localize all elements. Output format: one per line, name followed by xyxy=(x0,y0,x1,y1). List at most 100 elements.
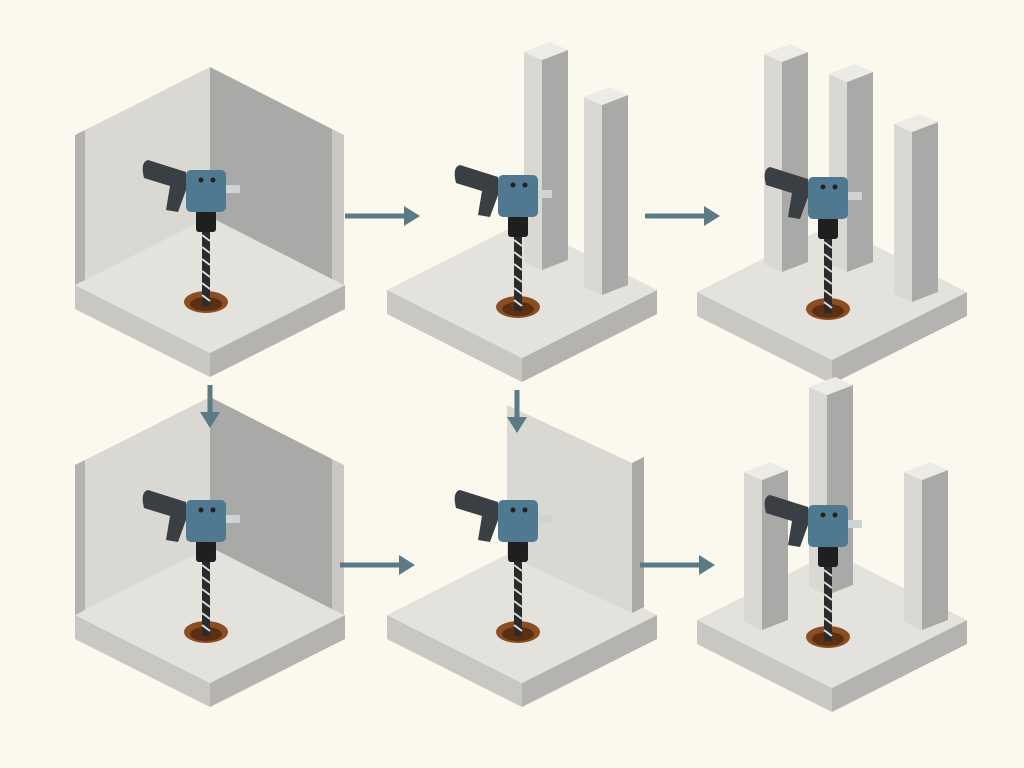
drill-bit-flute xyxy=(513,564,523,572)
drill-body xyxy=(186,500,226,542)
drill-button xyxy=(522,507,528,513)
drill-bit-flute xyxy=(513,588,523,596)
slab-right-face xyxy=(522,615,657,707)
drill-side-handle xyxy=(538,190,552,198)
process-step-3 xyxy=(697,44,967,384)
drill-bit-flute xyxy=(513,624,523,632)
column-right-face xyxy=(922,470,948,630)
drill-bit-flute xyxy=(823,241,833,249)
drill-button xyxy=(820,184,826,190)
drill-side-handle xyxy=(848,192,862,200)
slab-left-face xyxy=(697,620,832,712)
drill-bit-flute xyxy=(513,576,523,584)
drill-bit-flute xyxy=(823,593,833,601)
column-top xyxy=(744,462,788,480)
drill-handle xyxy=(142,490,186,542)
process-step-5 xyxy=(387,405,657,707)
drill-chuck xyxy=(196,540,216,562)
drill-button xyxy=(198,177,204,183)
slab-right-face xyxy=(210,285,345,377)
drill-body xyxy=(498,175,538,217)
drill-bit-flute xyxy=(823,569,833,577)
column-right-face xyxy=(847,72,873,272)
column-top xyxy=(894,114,938,132)
arrow-head xyxy=(399,555,415,575)
drill-button xyxy=(832,184,838,190)
column-left-face xyxy=(894,124,912,302)
slab-right-face xyxy=(522,290,657,382)
left-wall-edge xyxy=(75,460,85,615)
arrow-head xyxy=(200,412,220,428)
drill-bit-flute xyxy=(513,287,523,295)
drill-bit-flute xyxy=(513,299,523,307)
drill-handle xyxy=(142,160,186,212)
column-left-face xyxy=(584,97,602,295)
column-top xyxy=(764,44,808,62)
drill-bit-flute xyxy=(823,253,833,261)
drill-bit-flute xyxy=(201,612,211,620)
column-top xyxy=(524,42,568,60)
drill-bit-flute xyxy=(823,581,833,589)
right-wall xyxy=(210,397,332,609)
column-top xyxy=(904,462,948,480)
process-arrow xyxy=(507,390,527,433)
drill-side-handle xyxy=(848,520,862,528)
drill-handle xyxy=(764,167,808,219)
drill-side-handle xyxy=(226,185,240,193)
column-right-face xyxy=(762,470,788,630)
drill-button xyxy=(210,177,216,183)
drill-bit-flute xyxy=(823,265,833,273)
drill-button xyxy=(510,507,516,513)
drill-button xyxy=(510,182,516,188)
drill-body xyxy=(808,177,848,219)
back-wall xyxy=(507,405,632,613)
process-arrow xyxy=(200,385,220,428)
drill-chuck xyxy=(196,210,216,232)
drill-bit-flute xyxy=(201,270,211,278)
drill-bit-flute xyxy=(823,301,833,309)
left-wall-edge xyxy=(75,130,85,285)
arrow-head xyxy=(404,206,420,226)
drill-bit-flute xyxy=(823,617,833,625)
process-arrow xyxy=(340,555,415,575)
arrow-head xyxy=(704,206,720,226)
drill-bit xyxy=(824,237,832,313)
slab-right-face xyxy=(210,615,345,707)
drill-chuck xyxy=(508,215,528,237)
drill-button xyxy=(522,182,528,188)
drill-side-handle xyxy=(538,515,552,523)
slab-left-face xyxy=(75,285,210,377)
drill-button xyxy=(820,512,826,518)
right-wall-edge xyxy=(332,459,344,615)
drill-button xyxy=(210,507,216,513)
column-top xyxy=(584,87,628,105)
drill-button xyxy=(832,512,838,518)
drill-chuck xyxy=(508,540,528,562)
drill-chuck xyxy=(818,217,838,239)
slab-left-face xyxy=(387,615,522,707)
drill-body xyxy=(186,170,226,212)
drill-button xyxy=(198,507,204,513)
drill-body xyxy=(498,500,538,542)
right-wall-edge xyxy=(332,129,344,285)
drill-bit-flute xyxy=(823,629,833,637)
right-wall xyxy=(210,67,332,279)
drill-bit xyxy=(514,560,522,636)
drill-chuck xyxy=(818,545,838,567)
slab-left-face xyxy=(697,292,832,384)
column-left-face xyxy=(744,472,762,630)
column-right-face xyxy=(542,50,568,270)
drill-bit-flute xyxy=(513,263,523,271)
process-arrow xyxy=(645,206,720,226)
column-left-face xyxy=(764,54,782,272)
drill-bit-flute xyxy=(201,588,211,596)
drill-bit-flute xyxy=(201,294,211,302)
process-arrow xyxy=(345,206,420,226)
column-top xyxy=(829,64,873,82)
drill-bit xyxy=(824,565,832,641)
slab-left-face xyxy=(387,290,522,382)
drill-bit-flute xyxy=(823,277,833,285)
drill-bit-flute xyxy=(201,282,211,290)
drill-bit-flute xyxy=(823,289,833,297)
